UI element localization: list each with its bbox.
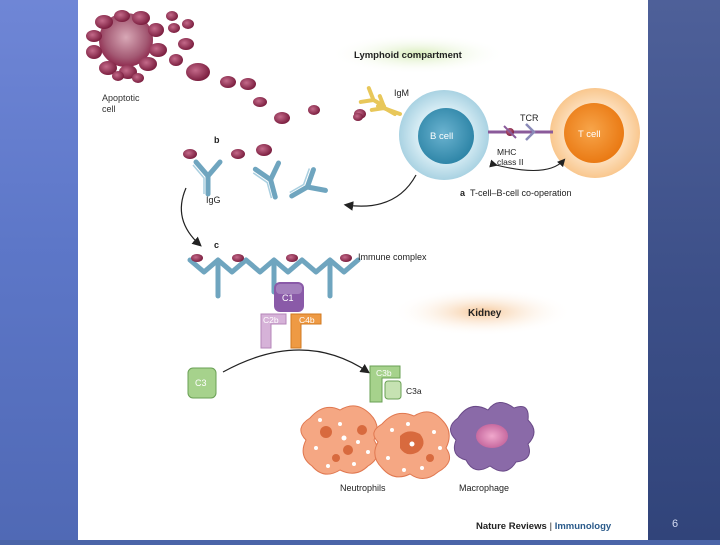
- svg-text:Nature Reviews | Immunology: Nature Reviews | Immunology: [476, 521, 612, 532]
- kidney-label: Kidney: [468, 308, 502, 319]
- c3b-label: C3b: [376, 368, 392, 378]
- page-number: 6: [672, 518, 679, 530]
- c2b-label: C2b: [263, 315, 279, 325]
- complement-c4b: C4b: [290, 313, 322, 349]
- t-cell: T cell: [550, 88, 640, 178]
- c3-cleavage-arrow: [222, 349, 370, 374]
- slide-right-border: [648, 0, 720, 540]
- journal-name: Nature Reviews: [476, 521, 547, 532]
- immune-complex-label: Immune complex: [358, 252, 427, 262]
- tcr-label: TCR: [520, 113, 539, 123]
- journal-section: Immunology: [555, 521, 612, 532]
- slide-canvas: Apoptotic cell Lymphoid compartment B ce…: [78, 0, 648, 540]
- macrophage-label: Macrophage: [459, 483, 509, 493]
- b-cell: B cell: [399, 90, 489, 180]
- neutrophil-2: [373, 411, 451, 479]
- complement-c3: C3: [187, 367, 217, 399]
- igm-label: IgM: [394, 88, 409, 98]
- slide-left-border: [0, 0, 78, 540]
- journal-separator: |: [547, 521, 555, 532]
- panel-a-letter: a: [460, 188, 466, 198]
- panel-c-letter: c: [214, 240, 219, 250]
- tcr-mhc-interface: [488, 123, 553, 141]
- macrophage: [450, 402, 535, 472]
- t-cell-label: T cell: [578, 129, 601, 140]
- mhc-label-line2: class II: [497, 157, 523, 167]
- neutrophil-1: [300, 405, 379, 475]
- b-cell-to-igg-arrow: [343, 174, 417, 211]
- mhc-label-line1: MHC: [497, 147, 516, 157]
- c3-label: C3: [195, 378, 207, 388]
- b-cell-label: B cell: [430, 131, 453, 142]
- apoptotic-label-line1: Apoptotic: [102, 93, 140, 103]
- igg-antibodies: [183, 144, 325, 206]
- lymphoid-glow: [330, 34, 506, 74]
- panel-a-caption: T-cell–B-cell co-operation: [470, 188, 572, 198]
- lymphoid-compartment-label: Lymphoid compartment: [354, 50, 463, 61]
- c4b-label: C4b: [299, 315, 315, 325]
- complement-c2b: C2b: [260, 313, 287, 349]
- c3a-label: C3a: [406, 386, 422, 396]
- journal-credit: Nature Reviews | Immunology: [476, 521, 612, 532]
- apoptotic-cell: Apoptotic cell: [86, 10, 366, 124]
- igg-label: IgG: [206, 195, 221, 205]
- complement-c3a: [384, 380, 402, 400]
- immune-complex-diagram: Apoptotic cell Lymphoid compartment B ce…: [86, 10, 640, 532]
- kidney-glow: [392, 288, 572, 336]
- c1-label: C1: [282, 293, 294, 303]
- complement-c1: C1: [274, 282, 304, 312]
- apoptotic-label-line2: cell: [102, 104, 116, 114]
- neutrophils-label: Neutrophils: [340, 483, 386, 493]
- panel-b-letter: b: [214, 135, 220, 145]
- igg-to-complex-arrow: [180, 187, 202, 247]
- complement-c3b: C3b: [369, 365, 401, 403]
- apoptotic-blebs: [186, 63, 366, 124]
- immune-complex: [187, 254, 361, 299]
